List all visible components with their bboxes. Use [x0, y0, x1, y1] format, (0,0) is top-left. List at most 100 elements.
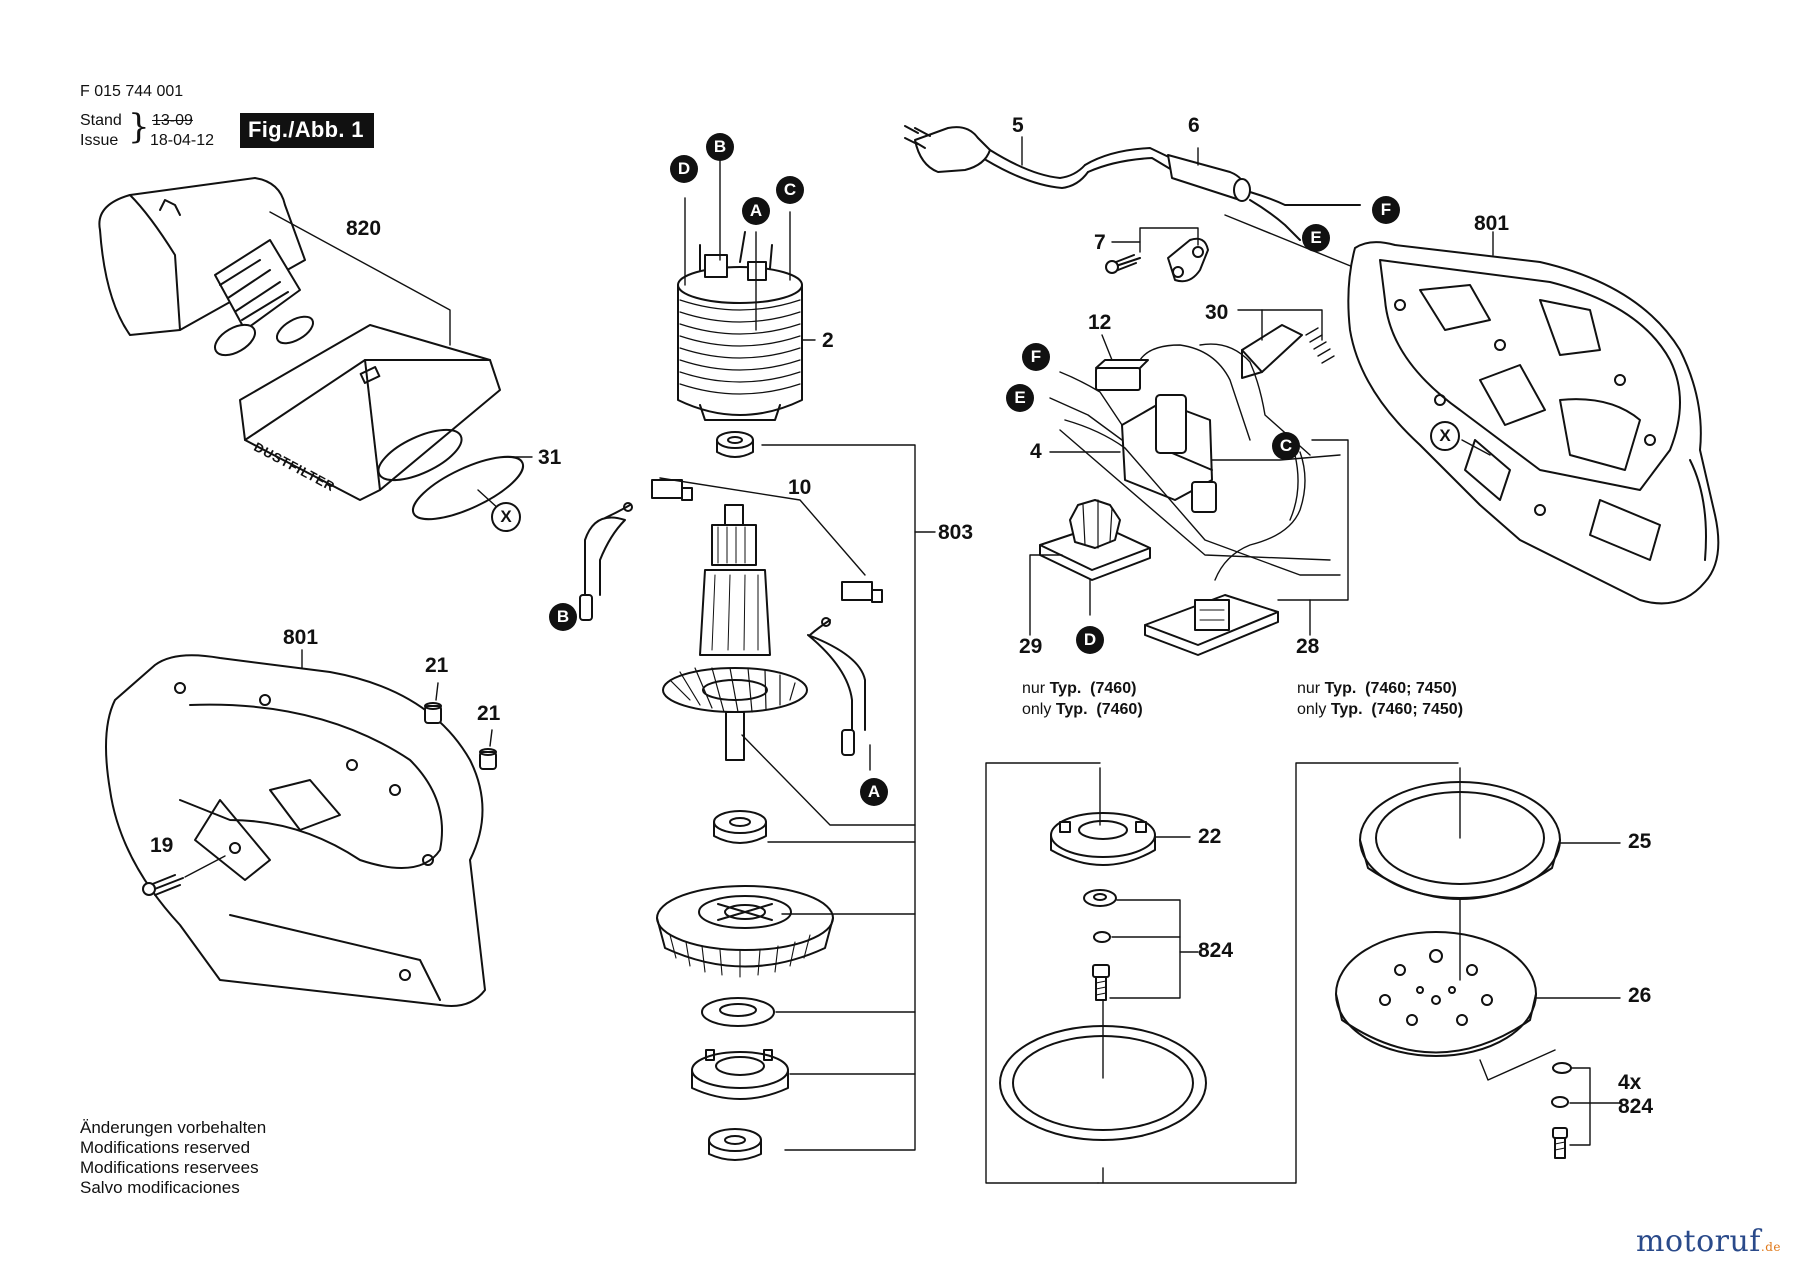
note-29-nur: nur: [1022, 680, 1046, 697]
marker-c-coil: C: [776, 176, 804, 204]
part-label-25: 25: [1628, 830, 1652, 853]
note-28: nur Typ. (7460; 7450) only Typ. (7460; 7…: [1297, 678, 1463, 720]
marker-f-harness: F: [1022, 343, 1050, 371]
part-label-5: 5: [1012, 114, 1024, 137]
marker-a-coil: A: [742, 197, 770, 225]
seal-31: [411, 455, 525, 521]
note-28-model-b: (7460; 7450): [1371, 701, 1464, 718]
stand-label: Stand: [80, 112, 122, 129]
part-label-26: 26: [1628, 984, 1652, 1007]
leader-820: [269, 211, 451, 346]
part-label-22: 22: [1198, 825, 1222, 848]
part-label-824b: 824: [1618, 1095, 1654, 1118]
part-label-19: 19: [150, 834, 174, 857]
bushing-21b: [479, 748, 497, 770]
leader-pad-screws: [1479, 1049, 1556, 1081]
coil-wires: [684, 159, 791, 331]
bearing-mid: [713, 810, 767, 844]
leader-19: [184, 855, 226, 878]
mains-plug-5: [904, 125, 1089, 189]
housing-half-801-right: [1347, 241, 1720, 605]
screw-824: [1092, 964, 1110, 1001]
armature: [662, 504, 808, 761]
note-29: nur Typ. (7460) only Typ. (7460): [1022, 678, 1143, 720]
marker-a-lead: A: [860, 778, 888, 806]
leader-x-right: [1461, 439, 1491, 456]
part-label-12: 12: [1088, 311, 1112, 334]
note-28-nur: nur: [1297, 680, 1321, 697]
balancing-weight-22: [1050, 812, 1156, 866]
washer-824-b: [1552, 1062, 1572, 1074]
part-label-2: 2: [822, 329, 834, 352]
marker-c-harness: C: [1272, 432, 1300, 460]
stand-date: 13-09: [152, 112, 193, 129]
housing-half-801-left: [105, 654, 486, 1007]
leader-12: [1101, 334, 1113, 361]
pad-ring-25: [1359, 781, 1561, 900]
leader-30: [1261, 309, 1323, 341]
washer-824: [1083, 889, 1117, 907]
marker-b-coil: B: [706, 133, 734, 161]
note-29-model-b: (7460): [1096, 701, 1143, 718]
part-label-801-left: 801: [283, 626, 319, 649]
part-label-824a: 824: [1198, 939, 1234, 962]
part-label-10: 10: [788, 476, 812, 499]
leader-armature: [741, 734, 916, 826]
modifications-notice: Änderungen vorbehalten Modifications res…: [80, 1118, 266, 1198]
speed-control-29: [1039, 499, 1151, 581]
part-label-29: 29: [1019, 635, 1043, 658]
part-label-7: 7: [1094, 231, 1106, 254]
note-28-model-a: (7460; 7450): [1365, 680, 1457, 697]
header-brace: }: [128, 107, 150, 147]
power-cord-6: [1084, 147, 1361, 241]
issue-date: 18-04-12: [150, 132, 215, 149]
marker-e-cord: E: [1302, 224, 1330, 252]
spring-washer-824-b: [1551, 1096, 1569, 1108]
lead-wire-a: [807, 634, 871, 771]
screw-824-b: [1552, 1127, 1568, 1159]
notice-en: Modifications reserved: [80, 1138, 251, 1157]
part-label-31: 31: [538, 446, 562, 469]
notice-fr: Modifications reservees: [80, 1158, 259, 1177]
field-coil-2: [677, 231, 803, 421]
brush-holder-right: [809, 581, 883, 636]
part-label-803: 803: [938, 521, 974, 544]
part-label-820: 820: [346, 217, 382, 240]
cable-clamp-7: [1105, 237, 1209, 283]
leader-28: [1277, 439, 1349, 601]
marker-b-lead: B: [549, 603, 577, 631]
notice-de: Änderungen vorbehalten: [80, 1118, 267, 1137]
marker-f-cord: F: [1372, 196, 1400, 224]
marker-x-filter: X: [491, 502, 521, 532]
sanding-pad-26: [1335, 931, 1537, 1057]
washer-mid: [701, 997, 775, 1027]
issue-label: Issue: [80, 132, 119, 149]
bracket-25-26: [1097, 762, 1459, 1184]
note-29-only: only: [1022, 701, 1052, 718]
screw-19: [142, 874, 184, 896]
notice-es: Salvo modificaciones: [80, 1178, 240, 1197]
part-label-6: 6: [1188, 114, 1200, 137]
dust-filter-820: [239, 324, 501, 501]
bearing-top: [716, 431, 754, 458]
note-29-model-a: (7460): [1090, 680, 1137, 697]
leader-824-b: [1569, 1067, 1591, 1146]
part-label-28: 28: [1296, 635, 1320, 658]
connector-12: [1095, 359, 1149, 391]
document-number: F 015 744 001: [80, 83, 184, 100]
lead-wire-b: [579, 516, 626, 621]
marker-e-harness: E: [1006, 384, 1034, 412]
leader-21b: [489, 729, 493, 747]
leader-21a: [435, 682, 439, 701]
part-label-21a: 21: [425, 654, 449, 677]
note-28-typ-b: Typ.: [1330, 701, 1363, 718]
brush-holder-left: [604, 479, 693, 519]
part-label-30: 30: [1205, 301, 1229, 324]
switch-slider-30: [1241, 324, 1335, 379]
note-28-only: only: [1297, 701, 1327, 718]
watermark-main: motoruf: [1636, 1224, 1761, 1259]
switch-4: [1121, 394, 1217, 513]
bracket-22-824: [985, 762, 1101, 1184]
